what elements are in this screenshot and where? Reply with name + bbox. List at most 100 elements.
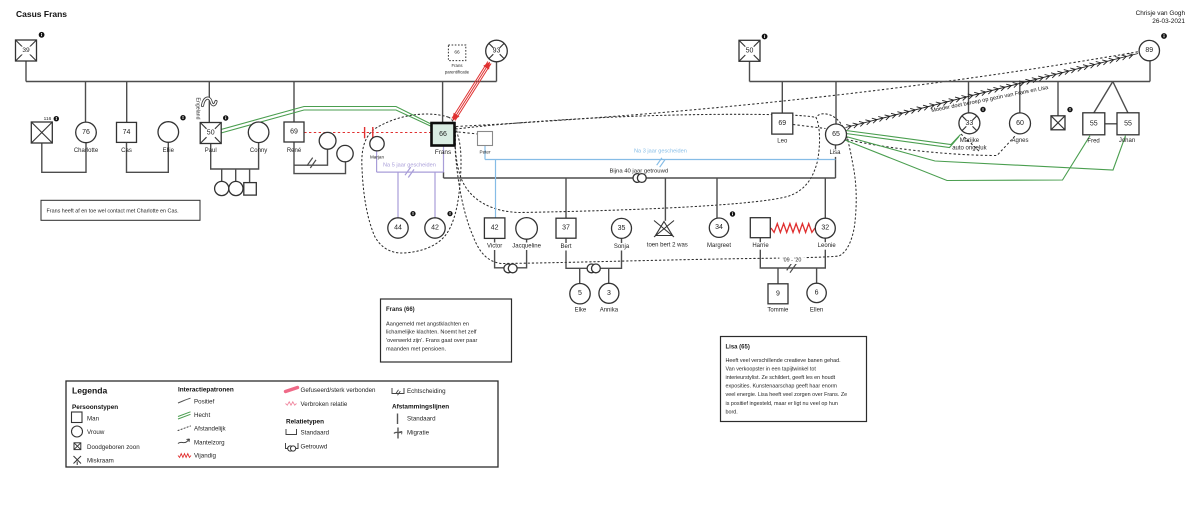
svg-text:Engeland: Engeland	[195, 98, 201, 120]
svg-text:Fred: Fred	[1087, 139, 1099, 145]
svg-text:69: 69	[778, 120, 786, 127]
svg-text:Leo: Leo	[777, 139, 788, 145]
svg-text:Positief: Positief	[194, 398, 215, 405]
svg-text:Ellen: Ellen	[810, 307, 823, 313]
svg-text:Bert: Bert	[560, 244, 571, 250]
svg-text:34: 34	[715, 224, 723, 231]
svg-text:Ellie: Ellie	[163, 148, 175, 154]
svg-text:Afstandelijk: Afstandelijk	[194, 426, 227, 433]
svg-text:auto ongeluk: auto ongeluk	[952, 145, 987, 151]
svg-text:9: 9	[776, 290, 780, 297]
svg-text:76: 76	[82, 129, 90, 136]
svg-text:Na 3 jaar gescheiden: Na 3 jaar gescheiden	[634, 148, 687, 154]
svg-text:Hecht: Hecht	[194, 412, 210, 419]
svg-text:Legenda: Legenda	[72, 386, 108, 396]
svg-text:60: 60	[1016, 120, 1024, 127]
svg-text:Frans (66): Frans (66)	[386, 307, 415, 313]
svg-text:Relatietypen: Relatietypen	[286, 419, 324, 426]
svg-text:35: 35	[618, 225, 626, 232]
svg-text:Frans heeft af en toe wel cont: Frans heeft af en toe wel contact met Ch…	[47, 209, 179, 215]
svg-text:Paul: Paul	[205, 148, 217, 154]
svg-text:50: 50	[207, 130, 215, 137]
svg-text:Tommie: Tommie	[767, 307, 789, 313]
svg-text:5: 5	[578, 290, 582, 297]
svg-text:Bijna 40 jaar getrouwd: Bijna 40 jaar getrouwd	[610, 169, 669, 175]
svg-text:interieurstylist. Ze schilder: interieurstylist. Ze schildert, geeft le…	[726, 375, 836, 381]
svg-text:bord.: bord.	[726, 409, 738, 415]
svg-text:Na 5 jaar gescheiden: Na 5 jaar gescheiden	[383, 162, 436, 168]
svg-text:Marjan: Marjan	[370, 155, 384, 160]
svg-text:Verbroken relatie: Verbroken relatie	[301, 401, 348, 408]
svg-text:Lisa: Lisa	[829, 150, 841, 156]
svg-text:Elke: Elke	[575, 307, 587, 313]
svg-text:42: 42	[491, 225, 499, 232]
svg-text:Casus Frans: Casus Frans	[16, 9, 67, 19]
svg-text:Lisa (65): Lisa (65)	[726, 345, 750, 351]
svg-text:Frans: Frans	[452, 63, 463, 68]
svg-text:parentificatie: parentificatie	[445, 69, 470, 74]
svg-text:Van verkoopster in een tapijtw: Van verkoopster in een tapijtwinkel tot	[726, 367, 817, 373]
svg-text:'overwerkt zijn'. Frans gaat o: 'overwerkt zijn'. Frans gaat over paar	[386, 338, 478, 344]
svg-text:Jacqueline: Jacqueline	[512, 243, 541, 249]
svg-text:93: 93	[493, 48, 501, 55]
svg-text:74: 74	[123, 129, 131, 136]
svg-text:Doodgeboren zoon: Doodgeboren zoon	[87, 444, 140, 451]
svg-text:Harrie: Harrie	[752, 243, 769, 249]
svg-text:69: 69	[290, 129, 298, 136]
svg-text:Peter: Peter	[480, 150, 491, 155]
svg-text:Charlotte: Charlotte	[74, 148, 99, 154]
svg-text:Standaard: Standaard	[407, 416, 436, 423]
svg-text:Migratie: Migratie	[407, 430, 430, 437]
svg-text:3: 3	[607, 290, 611, 297]
svg-text:66: 66	[439, 131, 447, 138]
svg-text:Interactiepatronen: Interactiepatronen	[178, 387, 234, 394]
svg-text:33: 33	[966, 120, 974, 127]
svg-text:50: 50	[746, 47, 754, 54]
svg-text:Agnes: Agnes	[1011, 138, 1028, 144]
svg-text:Man: Man	[87, 415, 100, 422]
svg-text:Afstammingslijnen: Afstammingslijnen	[392, 404, 449, 411]
svg-text:32: 32	[821, 225, 829, 232]
svg-text:Margreet: Margreet	[707, 243, 731, 249]
svg-text:6: 6	[815, 289, 819, 296]
svg-text:'09 - '20: '09 - '20	[783, 257, 802, 263]
svg-text:veel energie. Lisa heeft veel: veel energie. Lisa heeft veel zorgen ove…	[726, 392, 848, 398]
svg-text:is positief ingesteld, maar er: is positief ingesteld, maar er ligt nu v…	[726, 401, 838, 407]
svg-text:Annika: Annika	[600, 307, 619, 313]
svg-text:Getrouwd: Getrouwd	[301, 444, 328, 451]
svg-text:65: 65	[832, 131, 840, 138]
svg-text:Aangemeld met angstklachten en: Aangemeld met angstklachten en	[386, 321, 469, 327]
svg-text:Chrisje van Gogh: Chrisje van Gogh	[1136, 10, 1186, 17]
svg-text:89: 89	[1145, 47, 1153, 54]
svg-text:Conny: Conny	[250, 148, 267, 154]
svg-text:Standaard: Standaard	[301, 429, 330, 436]
svg-text:Johan: Johan	[1119, 138, 1135, 144]
svg-text:26-03-2021: 26-03-2021	[1152, 18, 1185, 25]
svg-text:Vijandig: Vijandig	[194, 453, 216, 460]
svg-text:37: 37	[562, 225, 570, 232]
svg-text:116: 116	[44, 116, 52, 122]
svg-text:Marijke: Marijke	[960, 138, 980, 144]
svg-text:Vrouw: Vrouw	[87, 429, 105, 436]
svg-text:Victor: Victor	[487, 243, 502, 249]
svg-text:55: 55	[1090, 120, 1098, 127]
svg-text:44: 44	[394, 225, 402, 232]
svg-text:55: 55	[1124, 120, 1132, 127]
svg-text:Persoonstypen: Persoonstypen	[72, 404, 118, 411]
svg-text:Heeft veel verschillende creat: Heeft veel verschillende creatieve banen…	[726, 358, 841, 364]
svg-text:toen bert 2 was: toen bert 2 was	[647, 242, 688, 248]
svg-text:Leonie: Leonie	[818, 243, 837, 249]
svg-text:Mantelzorg: Mantelzorg	[194, 439, 225, 446]
svg-text:Frans: Frans	[435, 149, 451, 156]
svg-text:Sonja: Sonja	[614, 244, 630, 250]
svg-text:Gefuseerd/sterk verbonden: Gefuseerd/sterk verbonden	[301, 387, 377, 394]
svg-text:René: René	[287, 148, 302, 154]
svg-text:39: 39	[22, 47, 30, 54]
svg-text:maanden met pensioen.: maanden met pensioen.	[386, 347, 446, 353]
svg-text:Cas: Cas	[121, 148, 132, 154]
svg-text:exposities. Kunstenaarschap ge: exposities. Kunstenaarschap geeft haar e…	[726, 384, 838, 390]
svg-text:lichamelijke klachten. Noemt h: lichamelijke klachten. Noemt het zelf	[386, 330, 477, 336]
svg-text:42: 42	[431, 225, 439, 232]
svg-text:Miskraam: Miskraam	[87, 458, 114, 465]
svg-text:66: 66	[454, 50, 460, 56]
